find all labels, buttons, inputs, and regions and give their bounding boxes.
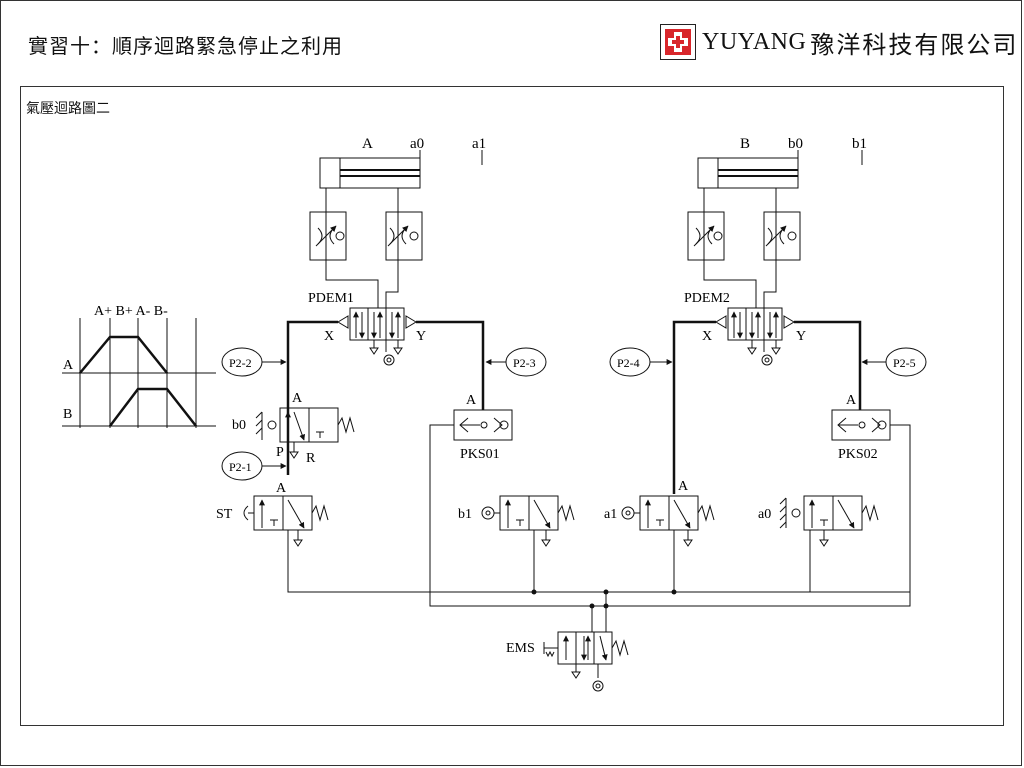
pks02-port-a: A [846,393,857,408]
timing-row-a-label: A [63,358,74,373]
pdem2-port-y: Y [796,329,806,344]
pdem1-label: PDEM1 [308,291,354,306]
a0-limit-valve [779,495,879,547]
supply-lines [287,424,911,632]
b0-port-p: P [276,445,284,460]
ems-emergency-valve [543,631,629,692]
a1-limit-valve [621,495,715,547]
timing-line-b [109,387,197,427]
brand-header: YUYANG 豫洋科技有限公司 [660,22,1018,62]
b0-port-r: R [306,451,316,466]
pdem1-port-x: X [324,329,334,344]
b1-limit-valve [481,495,575,547]
timing-diagram [62,318,216,428]
pks02-shuttle-valve [831,409,891,441]
flow-control-valve-b1 [687,211,725,261]
cylinder-b-pos1: b1 [852,136,867,152]
timing-sequence-label: A+ B+ A- B- [94,304,168,319]
st-valve-label: ST [216,507,233,522]
page-title: 實習十：順序迴路緊急停止之利用 [28,34,343,58]
panel-title: 氣壓迴路圖二 [26,101,110,117]
b0-port-a: A [292,391,303,406]
tag-p2-1: P2-1 [229,460,252,474]
tag-p2-4: P2-4 [617,356,640,370]
tag-p2-3: P2-3 [513,356,536,370]
flow-control-valve-a2 [385,211,423,261]
cylinder-b-label: B [740,136,750,152]
brand-name: YUYANG [702,28,807,55]
pdem1-port-y: Y [416,329,426,344]
cylinder-a-pos1: a1 [472,136,486,152]
b0-valve-label: b0 [232,418,246,433]
cylinder-b-pos0: b0 [788,136,803,152]
pdem2-valve [715,307,795,366]
b0-limit-valve [255,407,355,459]
cylinder-a-pos0: a0 [410,136,424,152]
diagram-panel [20,86,1004,726]
brand-name-chinese: 豫洋科技有限公司 [810,30,1019,59]
st-port-a: A [276,481,287,496]
cylinder-a [319,150,483,212]
ems-valve-label: EMS [506,641,535,656]
flow-control-valve-a1 [309,211,347,261]
timing-line-a [79,335,168,374]
a0-valve-label: a0 [758,507,771,522]
cylinder-b [697,150,863,212]
pks02-label: PKS02 [838,447,878,462]
cylinder-a-label: A [362,136,373,152]
b1-valve-label: b1 [458,507,472,522]
pks01-shuttle-valve [453,409,513,441]
flow-control-valve-b2 [763,211,801,261]
timing-row-b-label: B [63,407,72,422]
pdem2-label: PDEM2 [684,291,730,306]
a1-port-a: A [678,479,689,494]
brand-logo-icon [660,24,696,60]
pdem1-valve [337,307,417,366]
a1-valve-label: a1 [604,507,617,522]
pks01-port-a: A [466,393,477,408]
tag-p2-2: P2-2 [229,356,252,370]
pdem2-port-x: X [702,329,712,344]
pks01-label: PKS01 [460,447,500,462]
tag-p2-5: P2-5 [893,356,916,370]
st-start-valve [243,495,329,547]
